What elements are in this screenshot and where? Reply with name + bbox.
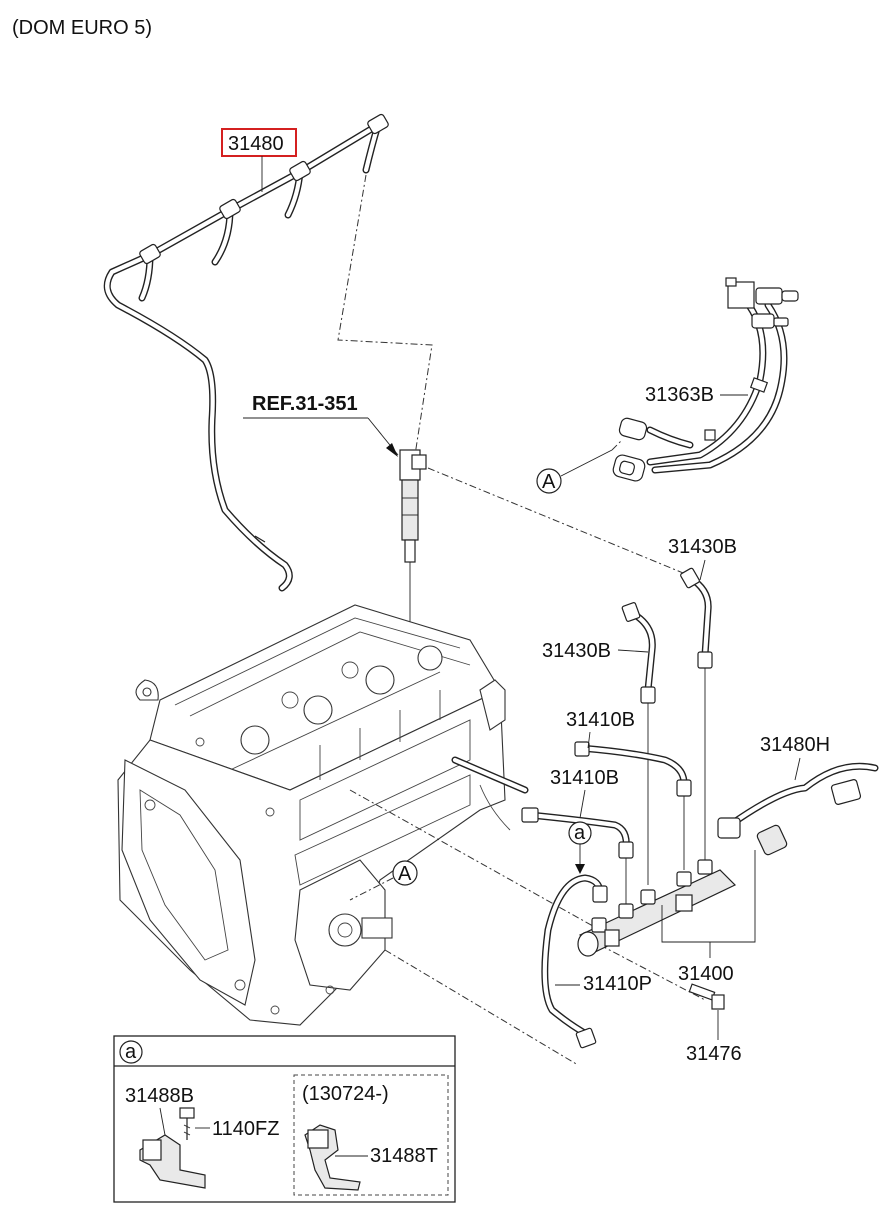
- label-fuel-hose-b[interactable]: 31363B: [645, 384, 714, 406]
- bolt-31476: [688, 983, 725, 1040]
- hose-31480h: [717, 762, 879, 856]
- tube-31410p: [541, 874, 608, 1049]
- common-rail: [577, 859, 737, 957]
- label-tube-410b-upper[interactable]: 31410B: [566, 709, 635, 731]
- label-return-hose[interactable]: 31480: [228, 133, 284, 155]
- callout-a-upper: [536, 468, 562, 494]
- label-bolt[interactable]: 31476: [686, 1043, 742, 1065]
- label-bracket[interactable]: 31488B: [125, 1085, 194, 1107]
- label-tube-410b-lower[interactable]: 31410B: [550, 767, 619, 789]
- label-tube-b-lower[interactable]: 31430B: [542, 640, 611, 662]
- label-tube-b-upper[interactable]: 31430B: [668, 536, 737, 558]
- detail-box-a: a 31488B 1140FZ (130724-) 31488T: [113, 1035, 456, 1203]
- fuel-hose-assembly: [612, 277, 799, 482]
- label-detail-bolt[interactable]: 1140FZ: [212, 1118, 279, 1140]
- label-revision: (130724-): [302, 1083, 389, 1105]
- return-hose-assembly: [103, 113, 389, 592]
- highlight-box: [221, 128, 297, 157]
- callout-a-small-label[interactable]: a: [574, 822, 586, 844]
- callout-a-lower-label[interactable]: A: [398, 863, 412, 885]
- label-reference[interactable]: REF.31-351: [252, 393, 358, 415]
- callout-a-lower: [392, 860, 418, 886]
- leader-injector-dash: [337, 174, 433, 456]
- engine-block: [117, 604, 529, 1026]
- tube-31430b-upper: [680, 567, 713, 860]
- detail-title: a: [125, 1041, 137, 1063]
- callout-a-upper-label[interactable]: A: [542, 471, 556, 493]
- detail-title-circle: [119, 1040, 143, 1064]
- label-tube-p[interactable]: 31410P: [583, 973, 652, 995]
- label-hose-h[interactable]: 31480H: [760, 734, 830, 756]
- label-bracket-new[interactable]: 31488T: [370, 1145, 438, 1167]
- injector: [399, 449, 427, 658]
- label-rail[interactable]: 31400: [678, 963, 734, 985]
- tube-31410b-lower: [521, 807, 634, 905]
- variant-title: (DOM EURO 5): [12, 17, 152, 39]
- tube-31430b-lower: [621, 602, 656, 885]
- tube-31410b-upper: [574, 741, 692, 870]
